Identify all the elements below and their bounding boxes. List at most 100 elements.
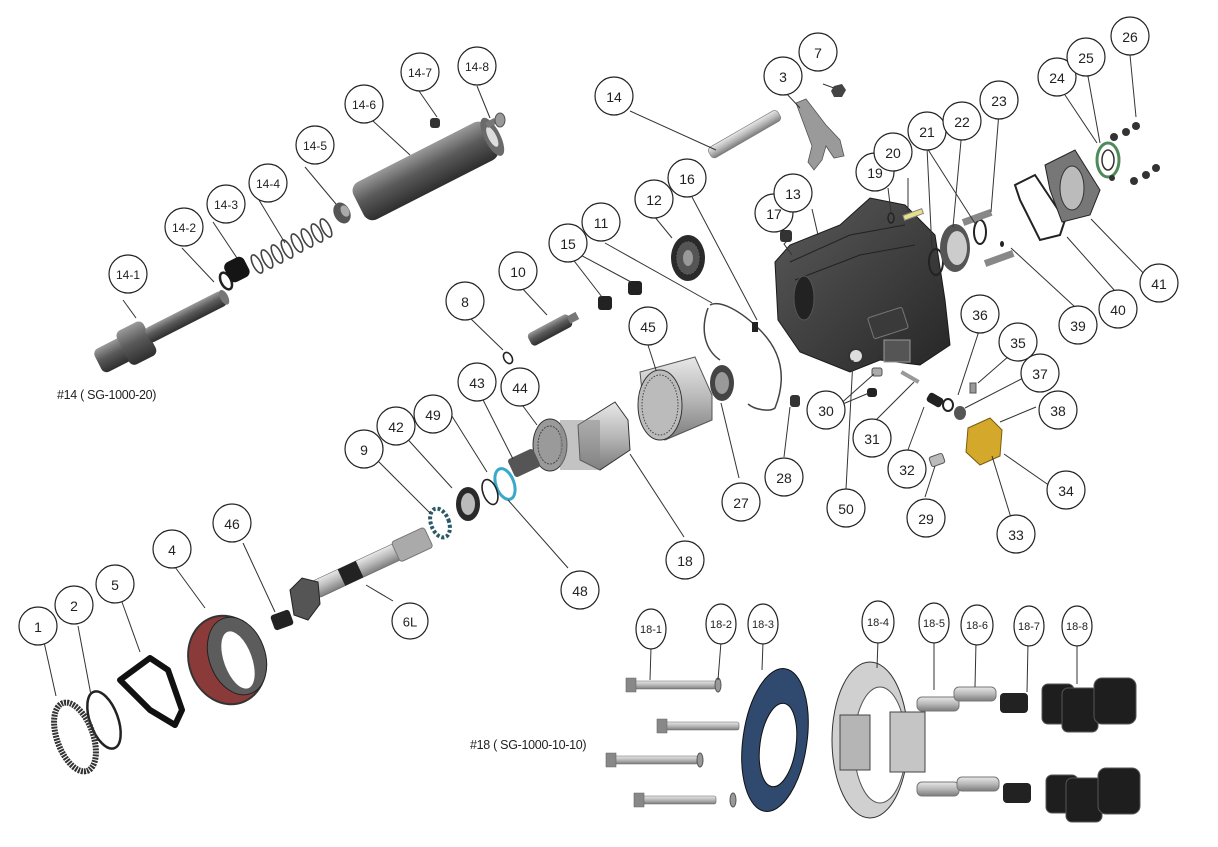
callout-label: 45 [640, 319, 656, 335]
callout-label: 44 [512, 380, 528, 396]
callout-35: 35 [998, 322, 1038, 362]
part-18-7-needle-bearings [1000, 693, 1031, 803]
callout-circle [457, 362, 497, 402]
callout-label: 23 [991, 93, 1007, 109]
callout-label: 29 [918, 511, 934, 527]
part-30-plug-b [867, 388, 877, 397]
callout-14: 14 [594, 76, 634, 116]
callout-label: 41 [1151, 276, 1167, 292]
leader-lines [43, 54, 1153, 697]
callout-2: 2 [54, 585, 94, 625]
assembly-label-18: #18 ( SG-1000-10-10) [470, 738, 587, 752]
part-29-fitting [928, 452, 946, 468]
part-14-3-sleeve [224, 256, 250, 283]
callout-label: 14-4 [256, 177, 280, 191]
callout-40: 40 [1098, 289, 1138, 329]
part-14-5-bushing [333, 202, 351, 224]
callout-18-5: 18-5 [918, 602, 950, 644]
callout-4: 4 [152, 529, 192, 569]
callout-42: 42 [376, 406, 416, 446]
callout-36: 36 [960, 294, 1000, 334]
callout-label: 26 [1122, 29, 1138, 45]
callout-label: 14-1 [116, 268, 140, 282]
callout-circle [391, 602, 429, 640]
callout-label: 14-3 [214, 198, 238, 212]
callout-circle [1020, 353, 1060, 393]
part-45-ring-gear [637, 356, 713, 441]
part-18-6-shafts [953, 686, 1000, 792]
part-14-7-set-screw [430, 118, 440, 128]
part-18-4-carrier [831, 661, 926, 819]
callout-label: 15 [560, 236, 576, 252]
callout-circle [212, 503, 252, 543]
callout-5: 5 [95, 564, 135, 604]
callout-circle [826, 488, 866, 528]
callout-18-8: 18-8 [1061, 605, 1093, 647]
callout-label: 8 [461, 294, 469, 310]
callout-circle [635, 608, 667, 650]
part-20-bolt [902, 208, 925, 221]
part-5-friction-band [117, 655, 185, 728]
part-8-o-ring [502, 351, 514, 365]
callout-label: 4 [168, 542, 176, 558]
callout-label: 18-5 [923, 618, 945, 630]
part-28-breather [790, 395, 800, 407]
callout-label: 18-3 [752, 619, 774, 631]
callout-circle [906, 498, 946, 538]
callout-circle [413, 394, 453, 434]
part-23-stud-b [983, 250, 1015, 267]
callout-18-1: 18-1 [635, 608, 667, 650]
callout-circle [548, 223, 588, 263]
callout-label: 43 [469, 375, 485, 391]
callout-label: 5 [111, 577, 119, 593]
callout-circle [798, 32, 838, 72]
part-24-seal [1095, 141, 1121, 179]
callout-circle [445, 281, 485, 321]
callout-18-2: 18-2 [705, 603, 737, 645]
callout-label: 14-8 [465, 60, 489, 74]
part-3-shift-fork [795, 98, 845, 171]
part-15-bearing-b [628, 281, 642, 295]
callout-circle [164, 207, 204, 247]
part-11-gasket-segment [703, 307, 721, 361]
callout-circle [705, 603, 737, 645]
part-18-3-plate [741, 668, 809, 812]
callout-25: 25 [1066, 37, 1106, 77]
callout-label: 17 [766, 206, 782, 222]
callout-label: 40 [1110, 302, 1126, 318]
callout-43: 43 [457, 362, 497, 402]
callout-label: 7 [814, 45, 822, 61]
callout-label: 10 [510, 264, 526, 280]
callout-circle [806, 390, 846, 430]
callout-45: 45 [628, 306, 668, 346]
part-18-8-planet-gears [1041, 677, 1141, 823]
callout-label: 12 [646, 192, 662, 208]
callout-1: 1 [18, 606, 58, 646]
part-13-housing [774, 197, 951, 373]
callout-label: 27 [733, 495, 749, 511]
callout-label: 35 [1010, 335, 1026, 351]
part-18-5-pins [916, 696, 960, 797]
callout-label: 1 [34, 619, 42, 635]
callout-circle [764, 457, 804, 497]
callout-circle [918, 602, 950, 644]
part-42-gear [456, 487, 480, 521]
callout-circle [996, 514, 1036, 554]
callout-38: 38 [1038, 390, 1078, 430]
callout-14-3: 14-3 [206, 184, 246, 224]
callout-14-8: 14-8 [457, 46, 497, 86]
callout-circle [873, 132, 913, 172]
callout-label: 19 [867, 165, 883, 181]
callout-circle [498, 251, 538, 291]
callout-label: 20 [885, 145, 901, 161]
callout-circle [1061, 605, 1093, 647]
callout-circle [594, 76, 634, 116]
callout-label: 34 [1058, 483, 1074, 499]
part-6L-flange [289, 577, 321, 621]
callout-circle [560, 570, 600, 610]
callout-23: 23 [979, 80, 1019, 120]
part-22-bearing [940, 224, 970, 272]
callout-label: 6L [403, 615, 417, 630]
callout-circle [295, 125, 335, 165]
part-30-plug-a [871, 367, 883, 377]
